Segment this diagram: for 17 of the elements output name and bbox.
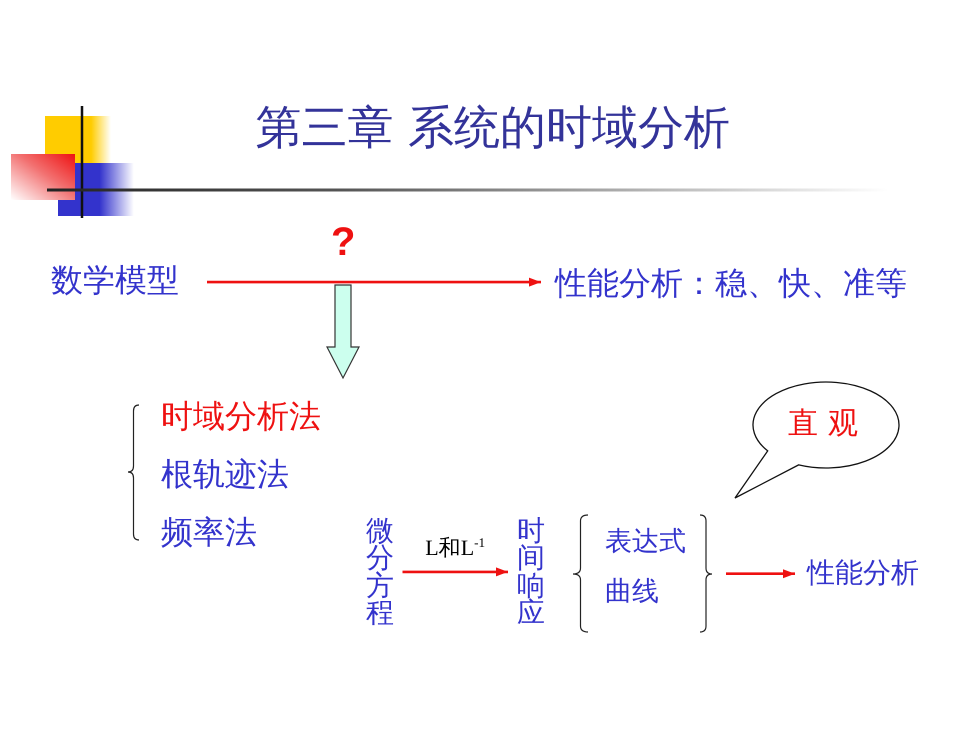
arrow bbox=[402, 567, 508, 576]
flow-label: 数学模型 bbox=[51, 263, 179, 298]
arrow bbox=[207, 278, 541, 287]
method-item: 根轨迹法 bbox=[161, 457, 289, 492]
block-arrow bbox=[326, 284, 360, 380]
vertical-label: 微分方程 bbox=[366, 517, 395, 627]
result-item: 曲线 bbox=[605, 577, 659, 607]
arrow bbox=[726, 569, 795, 578]
result-item: 表达式 bbox=[605, 527, 686, 557]
slide-title: 第三章 系统的时域分析 bbox=[256, 102, 730, 153]
flow-label: 性能分析：稳、快、准等 bbox=[555, 266, 907, 302]
method-item: 时域分析法 bbox=[161, 399, 321, 434]
method-item: 频率法 bbox=[161, 515, 257, 550]
edge-label: L和L$^{-1}$ bbox=[423, 536, 488, 560]
question-mark: ? bbox=[331, 222, 356, 262]
vertical-label: 时间响应 bbox=[517, 517, 546, 627]
flow-label: 性能分析 bbox=[807, 558, 919, 589]
